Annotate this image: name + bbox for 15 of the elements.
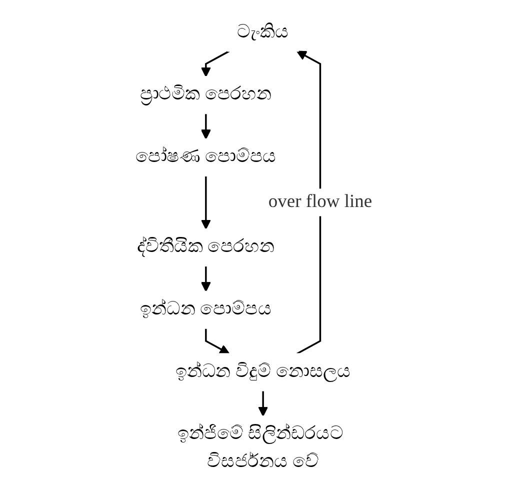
arrow xyxy=(201,266,212,292)
arrow xyxy=(201,176,212,230)
arrow xyxy=(258,390,269,417)
node-text: ප්‍රාථමික පෙරහන xyxy=(140,84,272,104)
node-text: පෝෂණ පොම්පය xyxy=(136,147,277,167)
node-text: ඉන්ධන පොම්පය xyxy=(140,299,272,320)
arrow xyxy=(201,114,212,140)
edge-label: over flow line xyxy=(268,192,373,212)
arrow xyxy=(206,328,230,354)
node-text: ඉන්ධන විදුම් නොසලය xyxy=(176,362,352,382)
arrow xyxy=(296,50,322,354)
node-text: ඉන්ජිමේ සිලින්ඩරයට විසර්ජනය වේ xyxy=(178,424,344,472)
arrow xyxy=(201,50,230,78)
node-text: ද්විතීයික පෙරහන xyxy=(138,237,276,257)
node-text: ටැංකිය xyxy=(238,22,290,42)
